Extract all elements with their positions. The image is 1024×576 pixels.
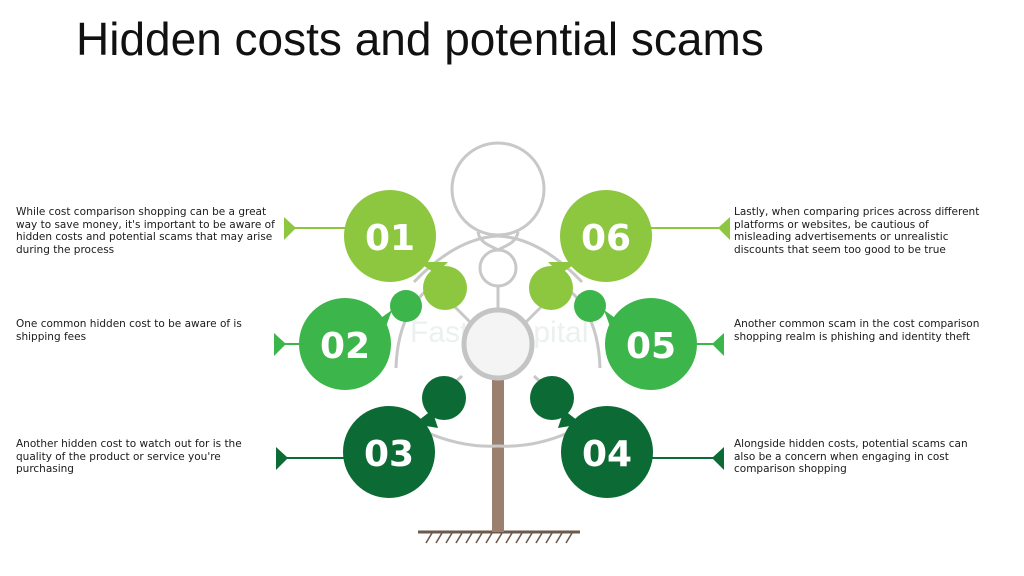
connector-05 — [694, 333, 724, 356]
leaf-04-number: 04 — [582, 434, 632, 475]
item-04-description: Alongside hidden costs, potential scams … — [734, 438, 968, 475]
leaf-01-number: 01 — [365, 218, 415, 259]
connector-06 — [650, 217, 730, 240]
item-01-description: While cost comparison shopping can be a … — [16, 206, 275, 256]
item-06-description: Lastly, when comparing prices across dif… — [734, 206, 980, 256]
leaf-05-number: 05 — [626, 326, 676, 367]
page-title: Hidden costs and potential scams — [76, 13, 764, 65]
connector-03 — [276, 447, 348, 470]
item-03-description: Another hidden cost to watch out for is … — [16, 438, 242, 475]
leaf-06-number: 06 — [581, 218, 631, 259]
item-05-description: Another common scam in the cost comparis… — [734, 318, 980, 343]
connector-04 — [650, 447, 724, 470]
tree-trunk — [492, 378, 504, 532]
leaf-06: 06 — [529, 190, 652, 310]
leaf-04: 04 — [530, 376, 653, 498]
connector-01 — [284, 217, 348, 240]
leaf-05: 05 — [574, 290, 697, 390]
center-hub — [461, 307, 535, 381]
leaf-02-number: 02 — [320, 326, 370, 367]
leaf-01: 01 — [344, 190, 467, 310]
ground-hatch — [425, 532, 573, 544]
leaf-03: 03 — [343, 376, 466, 498]
leaf-03-number: 03 — [364, 434, 414, 475]
item-02-description: One common hidden cost to be aware of is… — [16, 318, 242, 343]
leaf-02: 02 — [299, 290, 422, 390]
